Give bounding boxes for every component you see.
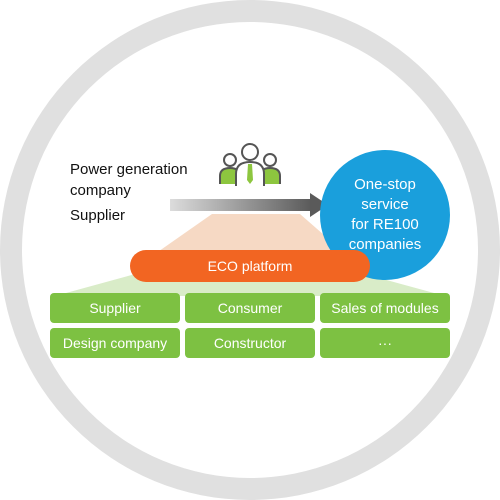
tile-constructor: Constructor: [185, 328, 315, 358]
supplier-label: Supplier: [70, 207, 126, 224]
right-arrow-icon: [170, 193, 328, 217]
power-generation-label: Power generation: [70, 161, 188, 178]
tile-sales-of-modules: Sales of modules: [320, 293, 450, 323]
tile-supplier: Supplier: [50, 293, 180, 323]
people-group-icon: [219, 143, 281, 186]
bubble-line-3: for RE100: [351, 216, 419, 233]
company-label: company: [70, 182, 131, 199]
bubble-line-4: companies: [348, 236, 422, 253]
bubble-line-2: service: [361, 196, 409, 213]
tile-more: ···: [320, 328, 450, 358]
tile-design-company: Design company: [50, 328, 180, 358]
tile-consumer: Consumer: [185, 293, 315, 323]
eco-platform-bar: ECO platform: [130, 250, 370, 282]
bubble-line-1: One-stop: [354, 176, 416, 193]
